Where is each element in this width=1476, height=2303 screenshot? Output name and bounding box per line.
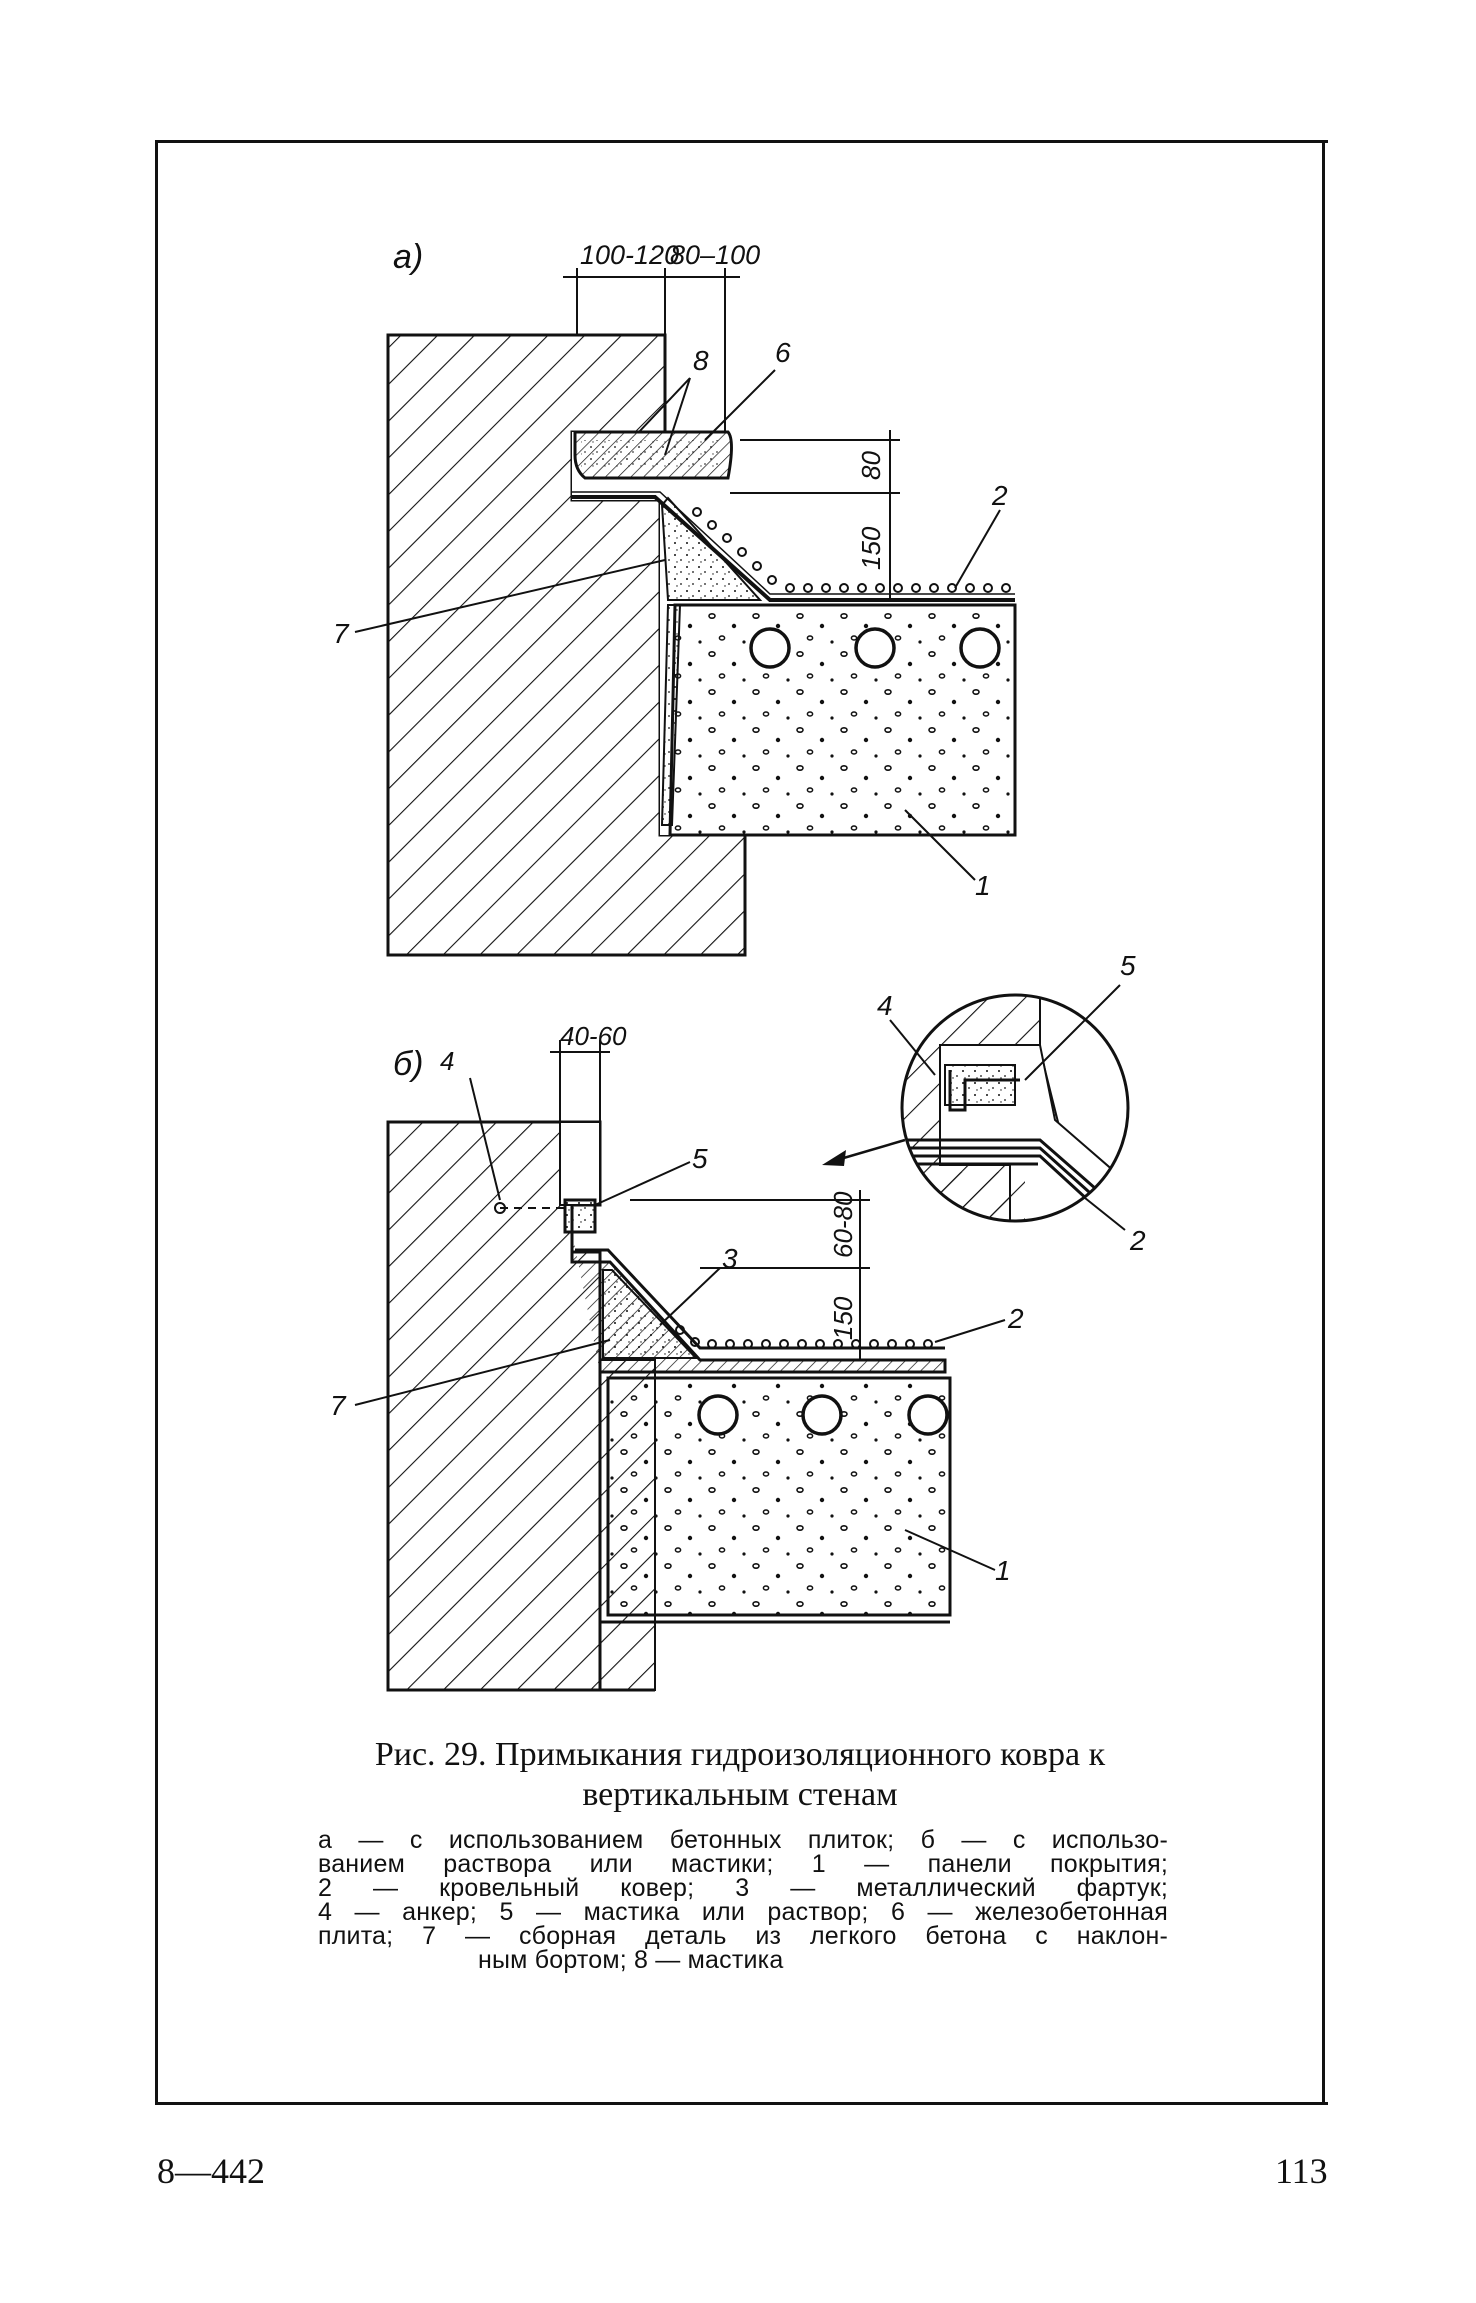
gravel-layer-b bbox=[675, 1325, 933, 1349]
dim-80: 80 bbox=[856, 451, 886, 480]
callout-5-b: 5 bbox=[692, 1143, 708, 1174]
printer-signature: 8—442 bbox=[157, 2151, 265, 2191]
legend-line: плита; 7 — сборная деталь из легкого бет… bbox=[318, 1922, 1168, 1950]
caption-title-line-1: Рис. 29. Примыкания гидроизоляционного к… bbox=[374, 1736, 1106, 1773]
part-a-label: а) bbox=[393, 238, 423, 276]
technical-drawing: а) 100-120 80–100 bbox=[330, 238, 1146, 1692]
dim-40-60: 40-60 bbox=[560, 1021, 627, 1051]
figure-legend: а — с использованием бетонных плиток; б … bbox=[318, 1826, 1168, 1974]
callout-8: 8 bbox=[693, 345, 709, 376]
legend-line: ванием раствора или мастики; 1 — панели … bbox=[318, 1850, 1168, 1878]
drawing-part-a: а) 100-120 80–100 bbox=[333, 238, 1017, 957]
callout-2-a: 2 bbox=[991, 480, 1008, 511]
detail-callout-2: 2 bbox=[1129, 1225, 1146, 1256]
part-b-label: б) bbox=[393, 1045, 423, 1083]
callout-1-a: 1 bbox=[975, 870, 991, 901]
light-concrete-wedge-b bbox=[602, 1269, 699, 1359]
frame-bottom-rule bbox=[155, 2102, 1328, 2105]
mastic-b bbox=[563, 1198, 597, 1234]
callout-3-b: 3 bbox=[722, 1243, 738, 1274]
dim-100-120: 100-120 bbox=[580, 240, 679, 270]
legend-line: 2 — кровельный ковер; 3 — металлический … bbox=[318, 1874, 1168, 1902]
dim-60-80: 60-80 bbox=[828, 1191, 858, 1258]
roof-panel-b bbox=[606, 1376, 952, 1617]
callout-6: 6 bbox=[775, 337, 791, 368]
detail-callout-5: 5 bbox=[1120, 950, 1136, 981]
legend-line: 4 — анкер; 5 — мастика или раствор; 6 — … bbox=[318, 1898, 1168, 1926]
dim-80-100: 80–100 bbox=[670, 240, 760, 270]
callout-1-b: 1 bbox=[995, 1555, 1011, 1586]
frame-top-rule bbox=[155, 140, 1328, 143]
callout-2-b: 2 bbox=[1007, 1303, 1024, 1334]
page-number: 113 bbox=[1275, 2151, 1328, 2191]
detail-callout-4: 4 bbox=[877, 990, 893, 1021]
dim-150-a: 150 bbox=[856, 526, 886, 570]
detail-callout: 4 5 2 bbox=[822, 950, 1146, 1256]
figure-frame bbox=[155, 140, 1325, 2105]
drawing-part-b: б) 4 40-60 5 bbox=[330, 1021, 1024, 1692]
caption-title-line-2: вертикальным стенам bbox=[582, 1776, 898, 1813]
legend-line: а — с использованием бетонных плиток; б … bbox=[318, 1826, 1168, 1854]
legend-line: ным бортом; 8 — мастика bbox=[478, 1946, 784, 1974]
callout-4-b: 4 bbox=[440, 1046, 454, 1076]
dim-150-b: 150 bbox=[828, 1296, 858, 1340]
figure-caption-title: Рис. 29. Примыкания гидроизоляционного к… bbox=[200, 1735, 1280, 1815]
callout-7-a: 7 bbox=[333, 618, 350, 649]
callout-7-b: 7 bbox=[330, 1390, 347, 1421]
